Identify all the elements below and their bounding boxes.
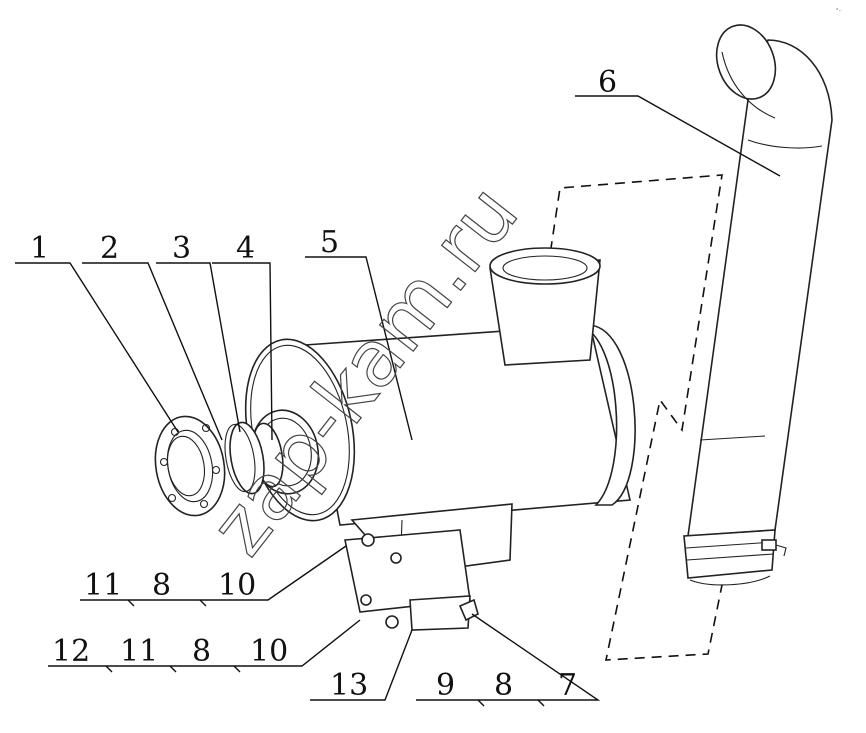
callout-6: 6 xyxy=(598,65,617,100)
callout-row2-11: 11 xyxy=(120,634,158,669)
callout-row1-10: 10 xyxy=(218,568,256,603)
callout-row1-11: 11 xyxy=(84,568,122,603)
leader-lines xyxy=(15,95,781,707)
callout-3: 3 xyxy=(172,231,191,266)
corner-mark: °·· xyxy=(836,8,842,14)
callout-1: 1 xyxy=(30,231,49,266)
callout-row2-12: 12 xyxy=(52,634,90,669)
callout-5: 5 xyxy=(320,225,339,260)
callout-2: 2 xyxy=(100,231,119,266)
connection-dashed-line xyxy=(547,174,723,661)
callout-4: 4 xyxy=(236,231,255,266)
callout-row2-8: 8 xyxy=(192,634,211,669)
callout-row3-9: 9 xyxy=(436,668,455,703)
callout-row1-8: 8 xyxy=(152,568,171,603)
callout-row2-10: 10 xyxy=(250,634,288,669)
callout-row3-7: 7 xyxy=(558,668,577,703)
air-cleaner-housing-5 xyxy=(244,247,636,631)
flange-assembly-1-4 xyxy=(154,409,320,517)
intake-pipe-6 xyxy=(683,24,833,586)
callout-13: 13 xyxy=(330,668,368,703)
callout-row3-8: 8 xyxy=(494,668,513,703)
